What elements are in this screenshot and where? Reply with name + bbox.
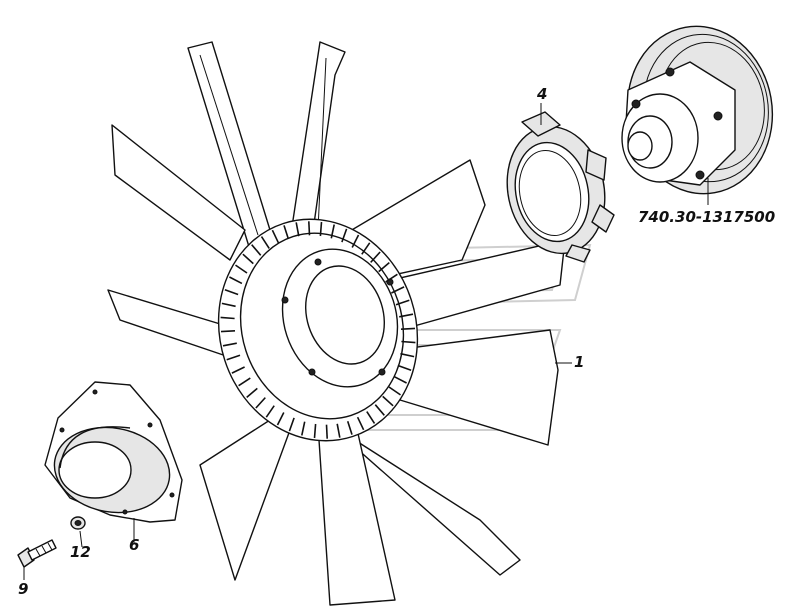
adapter-ring [506,111,615,263]
hub-vane [391,286,405,294]
hub-vane [246,387,258,399]
hub-vane [361,242,371,255]
hub-vane [229,276,243,285]
leader-lines [23,103,709,580]
hub-vane [231,366,245,374]
hub-vane [325,424,328,439]
cover-cap [44,381,183,523]
hub-vane [378,261,390,273]
hub-vane [385,273,398,283]
hub-vane [393,375,407,384]
hub-vane [330,224,335,239]
hub-vane [400,352,415,358]
hub-vane [382,395,394,407]
callout-part-6: 6 [129,536,140,554]
hub-vane [313,423,317,439]
hub-vane [222,342,237,347]
hub-vane [283,225,290,239]
hub-vane [341,228,348,243]
hub-vane [220,316,235,320]
hub-vane [242,253,254,265]
hub-vane [388,386,401,396]
hub-vane [295,222,300,237]
hub-vane [260,236,270,249]
callout-part-1: 1 [574,353,585,371]
hub-vane [397,364,412,371]
fan-blades [107,41,566,606]
hub-vane [351,234,360,248]
hub-vane [395,299,410,306]
hub-vane [308,221,311,236]
fan-hub [217,218,419,442]
bolt [17,539,57,568]
hub-vane [224,289,239,296]
hub-vane [370,251,381,263]
callout-part-4: 4 [537,85,548,103]
washer [70,516,86,530]
hub-vane [401,340,416,344]
hub-vane [336,423,341,438]
hub-vane [346,421,353,435]
hub-vane [356,416,365,431]
callout-part-12: 12 [70,543,91,561]
callout-part-9: 9 [18,580,29,598]
hub-vane [271,229,280,244]
hub-vane [255,397,266,409]
hub-vane [400,327,416,330]
hub-vane [221,302,236,308]
hub-vane [319,221,323,237]
callout-clutch-part-number: 740.30-1317500 [638,208,776,226]
hub-vane [235,264,248,274]
hub-vane [399,313,414,318]
hub-vane [276,412,285,426]
hub-vane [265,405,275,418]
hub-vane [226,354,241,361]
viscous-clutch-assembly [621,25,774,195]
hub-vane [238,377,251,387]
hub-vane [220,330,236,333]
hub-vane-ring [220,221,416,439]
hub-vane [374,404,385,416]
hub-vane [301,421,306,436]
hub-vane [288,417,295,432]
hub-vane [366,411,376,424]
hub-vane [251,244,262,256]
